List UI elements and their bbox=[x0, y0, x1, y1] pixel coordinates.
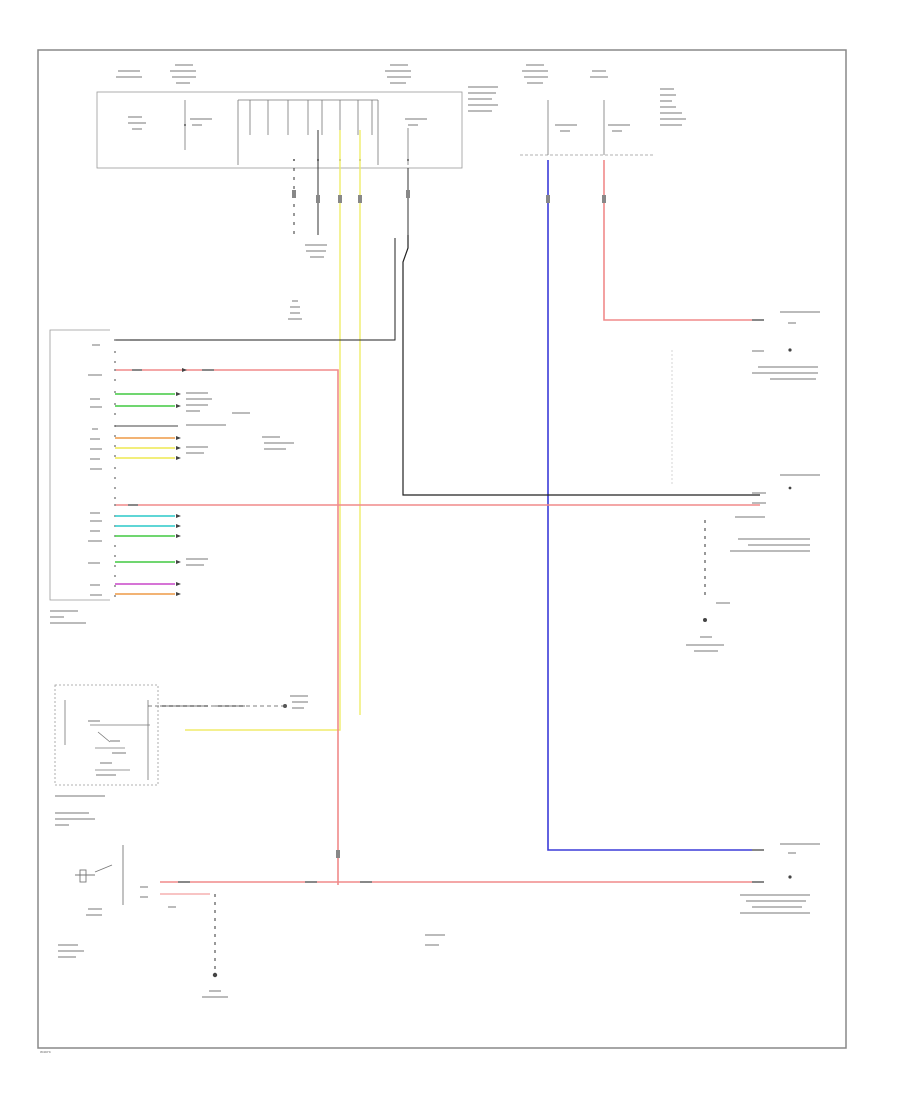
color-legend bbox=[425, 934, 445, 946]
switch-block bbox=[54, 684, 159, 786]
wire-red-main bbox=[115, 369, 339, 885]
wire-red-top-right bbox=[603, 160, 760, 321]
fuse-symbols bbox=[184, 99, 409, 165]
connector-right-mid bbox=[686, 474, 820, 652]
fuse-output-labels bbox=[288, 244, 327, 320]
bottom-left-labels bbox=[58, 886, 176, 958]
wire-yellow-1 bbox=[185, 130, 341, 731]
fuse-block-outputs bbox=[293, 130, 409, 235]
ground-terminal bbox=[212, 972, 218, 978]
diagram-frame bbox=[37, 49, 847, 1049]
connector-right-bottom bbox=[740, 843, 820, 914]
ground-point-switch bbox=[283, 704, 287, 708]
ecu-stub-labels bbox=[186, 392, 294, 566]
ecu-stub-wires bbox=[115, 393, 178, 595]
wire-blue bbox=[547, 160, 760, 851]
switch-block-internals bbox=[64, 700, 150, 780]
bottom-left-switch bbox=[75, 845, 124, 905]
footer-code: W4974 bbox=[40, 1050, 51, 1054]
connector-right-top bbox=[671, 311, 820, 485]
fuse-block-left bbox=[96, 91, 463, 169]
fuse-block-right-symbols bbox=[547, 100, 605, 155]
fuse-block-left-labels bbox=[116, 64, 498, 130]
switch-block-labels bbox=[55, 695, 308, 826]
wire-black-ecu bbox=[115, 238, 396, 341]
ecu-pin-labels bbox=[50, 344, 102, 624]
wire-code-tags bbox=[128, 190, 764, 883]
ground-labels bbox=[202, 990, 228, 998]
ecu-stub-arrows bbox=[176, 368, 187, 596]
fuse-block-right-labels bbox=[522, 64, 686, 132]
ecu-outline bbox=[49, 329, 110, 601]
wire-black-right bbox=[402, 235, 760, 496]
pin-dots-top bbox=[184, 124, 409, 161]
ecu-pins bbox=[114, 339, 116, 597]
